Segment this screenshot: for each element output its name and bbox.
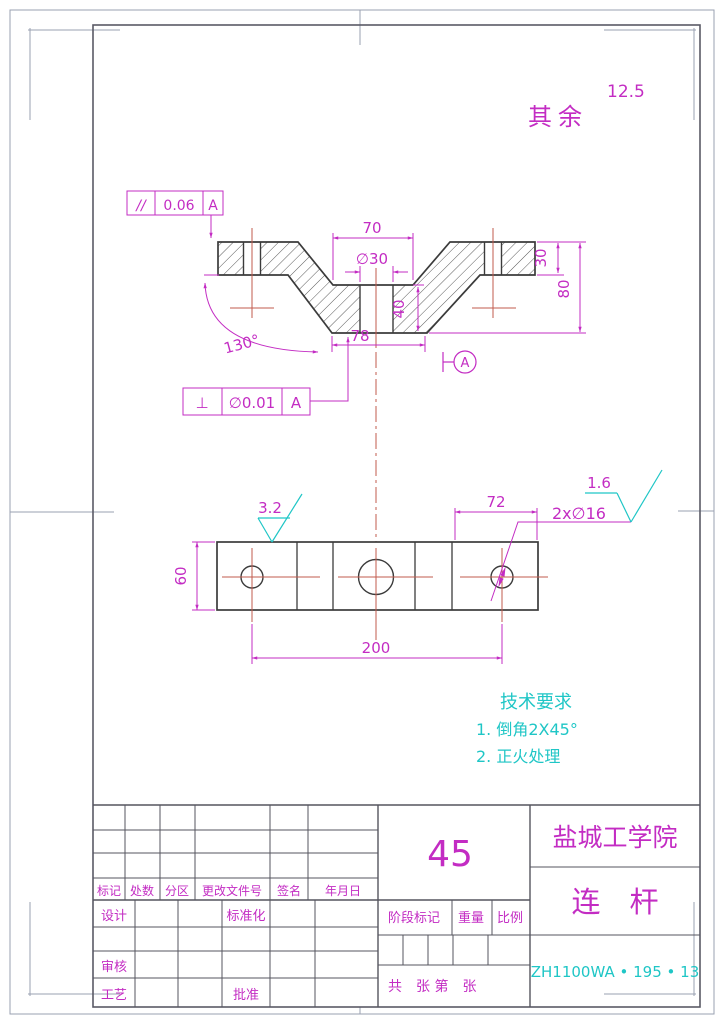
drawing-number: ZH1100WA • 195 • 13 [531,963,700,981]
tech-req-title: 技术要求 [500,692,572,713]
parallelism-value: 0.06 [163,198,194,214]
section-dimensions [203,233,586,354]
dim-80: 80 [555,279,573,298]
label-weight: 重量 [458,910,484,926]
dim-40: 40 [390,299,408,318]
rev-header-sign: 签名 [277,883,301,898]
datum-flag-label: A [461,356,470,371]
perpendicularity-datum: A [291,394,302,412]
parallelism-datum: A [208,198,218,214]
rev-header-zone: 分区 [165,884,189,898]
label-scale: 比例 [497,911,523,926]
dim-72: 72 [486,493,505,511]
dim-70: 70 [362,219,381,237]
rev-header-date: 年月日 [325,884,361,898]
parallelism-symbol: // [134,198,147,214]
perpendicularity-symbol: ⊥ [195,394,208,412]
section-view [217,228,536,348]
perpendicularity-value: ∅0.01 [229,394,275,412]
perpendicularity-frame [182,336,350,416]
label-process: 工艺 [101,988,127,1003]
part-name: 连 杆 [571,885,658,919]
technical-requirements: 技术要求 1. 倒角2X45° 2. 正火处理 [476,692,578,766]
roughness-note-value: 12.5 [607,82,645,102]
dim-60: 60 [172,566,190,585]
datum-flag [442,350,477,374]
plan-centerlines [222,548,548,640]
dim-78: 78 [350,327,369,345]
rev-header-count: 处数 [130,883,154,898]
plan-view [216,541,539,611]
title-block-text: 标记 处数 分区 更改文件号 签名 年月日 设计 标准化 审核 工艺 批准 45… [97,823,699,1003]
dim-angle: 130° [222,331,262,358]
label-approve: 批准 [233,988,259,1003]
tech-req-item-2: 2. 正火处理 [476,747,560,766]
label-stage-mark: 阶段标记 [388,911,440,926]
dim-hole-dia: ∅30 [356,250,388,268]
roughness-note-prefix: 其余 [528,103,588,131]
dim-30: 30 [532,248,550,267]
rev-header-docno: 更改文件号 [202,883,262,898]
material-grade: 45 [427,834,473,875]
label-sheets: 共 张 第 张 [388,978,476,995]
roughness-symbol-right [585,469,663,523]
label-standardization: 标准化 [226,909,265,924]
roughness-left-value: 3.2 [258,499,282,517]
parallelism-frame [126,190,224,239]
roughness-right-value: 1.6 [587,474,611,492]
label-check: 审核 [101,960,127,975]
plan-dimensions [192,508,631,664]
title-block-grid [93,804,700,1007]
general-roughness-note: 其余 12.5 [528,82,645,131]
roughness-symbol-left [257,493,303,543]
paper-border [9,9,715,1015]
rev-header-mark: 标记 [97,884,121,898]
label-design: 设计 [101,909,127,924]
holes-label: 2x∅16 [552,504,606,523]
tech-req-item-1: 1. 倒角2X45° [476,720,578,739]
dim-200: 200 [362,639,391,657]
drawing-frame [92,24,701,1008]
company-name: 盐城工学院 [552,823,677,852]
